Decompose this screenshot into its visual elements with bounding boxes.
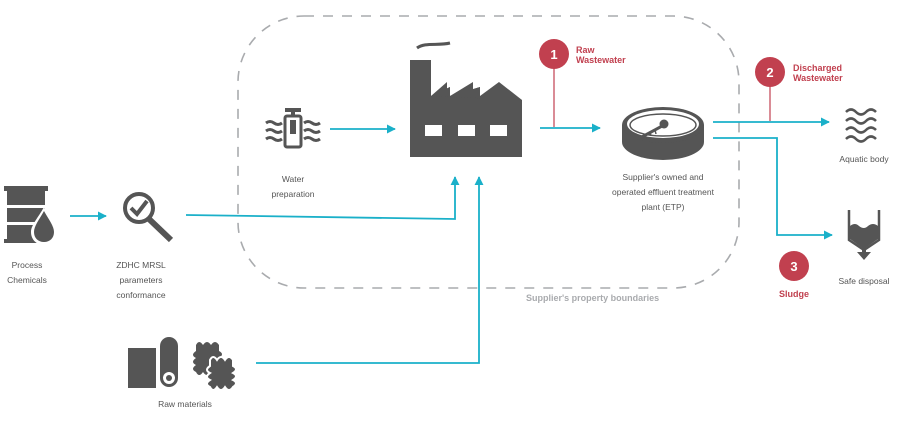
marker-1-label: Raw Wastewater	[576, 45, 626, 65]
waves-icon	[845, 108, 877, 143]
label-line: parameters	[119, 275, 163, 285]
marker-2: 2	[755, 57, 785, 121]
flow-raw-materials-to-factory	[256, 176, 484, 364]
marker-2-label: Discharged Wastewater	[793, 63, 843, 83]
marker-2-number: 2	[766, 65, 773, 80]
marker-label-line: Wastewater	[793, 73, 843, 83]
label-line: Process	[11, 260, 43, 270]
chemical-barrel-drop-icon	[4, 186, 57, 245]
label-aquatic-body: Aquatic body	[834, 152, 894, 167]
label-line: Water	[281, 174, 305, 184]
label-line: preparation	[271, 189, 315, 199]
label-line: plant (ETP)	[641, 202, 685, 212]
magnifier-check-icon	[123, 192, 174, 243]
marker-3-number: 3	[790, 259, 797, 274]
label-line: Supplier's owned and	[622, 172, 704, 182]
label-line: Aquatic body	[839, 154, 889, 164]
marker-3: 3	[779, 251, 809, 281]
marker-label-line: Wastewater	[576, 55, 626, 65]
label-line: Raw materials	[158, 399, 212, 409]
label-line: Safe disposal	[838, 276, 890, 286]
label-water-preparation: Water preparation	[258, 172, 328, 202]
marker-label-line: Raw	[576, 45, 595, 55]
marker-label-line: Discharged	[793, 63, 843, 73]
label-safe-disposal: Safe disposal	[832, 274, 896, 289]
label-raw-materials: Raw materials	[150, 397, 220, 412]
boundary-label: Supplier's property boundaries	[526, 293, 660, 303]
flow-etp-to-disposal	[713, 137, 833, 240]
label-etp: Supplier's owned and operated effluent t…	[603, 170, 723, 215]
factory-icon	[410, 41, 522, 157]
label-line: Chemicals	[7, 275, 47, 285]
label-zdhc: ZDHC MRSL parameters conformance	[106, 258, 176, 303]
marker-3-label: Sludge	[779, 289, 809, 299]
treatment-tank-icon	[622, 107, 704, 160]
marker-1: 1	[539, 39, 569, 127]
marker-label-line: Sludge	[779, 289, 810, 299]
flow-zdhc-to-factory	[185, 176, 460, 220]
disposal-container-icon	[847, 210, 881, 260]
label-line: ZDHC MRSL	[116, 260, 166, 270]
label-line: operated effluent treatment	[612, 187, 714, 197]
label-process-chemicals: Process Chemicals	[0, 258, 54, 288]
fabric-roll-icon	[128, 337, 237, 391]
marker-1-number: 1	[550, 47, 557, 62]
property-boundary	[237, 15, 740, 289]
label-line: conformance	[116, 290, 166, 300]
water-pump-icon	[265, 108, 321, 149]
